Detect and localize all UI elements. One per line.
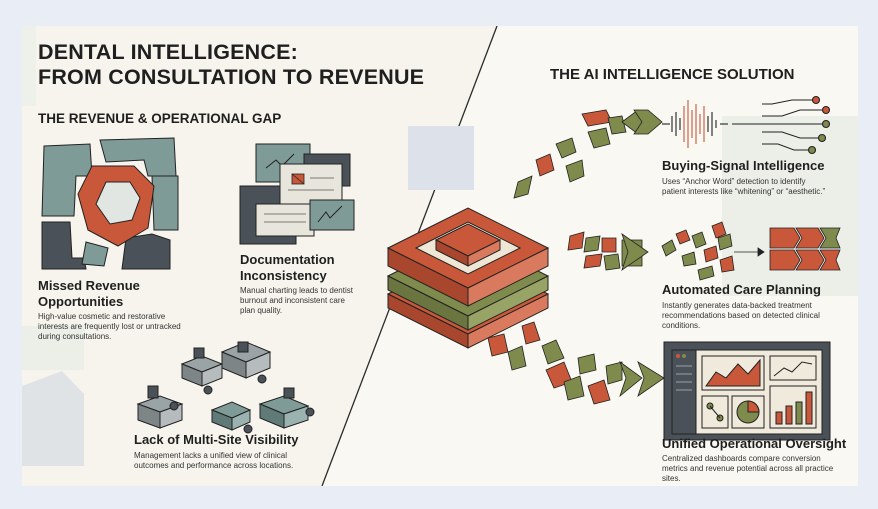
desc-line: plan quality. (240, 306, 283, 315)
infographic-card: DENTAL INTELLIGENCE: FROM CONSULTATION T… (22, 26, 858, 486)
multisite-title: Lack of Multi-Site Visibility (134, 432, 298, 448)
care-plan-blocks-icon (661, 221, 841, 281)
desc-line: metrics and revenue potential across all… (662, 464, 834, 473)
flow-shards-top (513, 109, 663, 199)
missed-revenue-desc: High-value cosmetic and restorative inte… (38, 312, 181, 342)
documentation-title: Documentation Inconsistency (240, 252, 335, 283)
flow-shards-mid (567, 231, 649, 272)
main-title-line2: FROM CONSULTATION TO REVENUE (38, 65, 425, 89)
cracked-tooth-icon (41, 137, 179, 270)
desc-line: High-value cosmetic and restorative (38, 312, 166, 321)
desc-line: outcomes and performance across location… (134, 461, 294, 470)
multisite-desc: Management lacks a unified view of clini… (134, 451, 293, 471)
desc-line: burnout and inconsistent care (240, 296, 345, 305)
flow-shards-bottom (487, 321, 665, 405)
desc-line: Centralized dashboards compare conversio… (662, 454, 821, 463)
oversight-title: Unified Operational Oversight (662, 436, 847, 451)
title-line: Missed Revenue (38, 278, 140, 293)
buying-signal-title: Buying-Signal Intelligence (662, 158, 825, 173)
ai-chip-icon (386, 207, 550, 349)
desc-line: Management lacks a unified view of clini… (134, 451, 287, 460)
desc-line: Uses “Anchor Word” detection to identify (662, 177, 806, 186)
illustrations (41, 95, 841, 441)
soundwave-network-icon (662, 95, 831, 155)
care-planning-title: Automated Care Planning (662, 282, 821, 297)
desc-line: patient interests like “whitening” or “a… (662, 187, 826, 196)
desc-line: sites. (662, 474, 681, 483)
left-heading: THE REVENUE & OPERATIONAL GAP (38, 111, 282, 126)
desc-line: recommendations based on detected clinic… (662, 311, 820, 320)
desc-line: during consultations. (38, 332, 112, 341)
title-line: Lack of Multi-Site Visibility (134, 432, 299, 447)
main-title-line1: DENTAL INTELLIGENCE: (38, 40, 299, 64)
desc-line: conditions. (662, 321, 701, 330)
title-line: Documentation (240, 252, 335, 267)
title-line: Inconsistency (240, 267, 327, 283)
title-line: Opportunities (38, 293, 124, 309)
desc-line: Manual charting leads to dentist (240, 286, 353, 295)
dashboard-icon (663, 341, 831, 441)
buildings-network-icon (136, 341, 315, 434)
documents-icon (239, 143, 355, 245)
right-heading: THE AI INTELLIGENCE SOLUTION (550, 66, 795, 83)
main-title: DENTAL INTELLIGENCE: FROM CONSULTATION T… (38, 40, 424, 90)
desc-line: Instantly generates data-backed treatmen… (662, 301, 812, 310)
desc-line: interests are frequently lost or untrack… (38, 322, 181, 331)
missed-revenue-title: Missed Revenue Opportunities (38, 278, 140, 309)
oversight-desc: Centralized dashboards compare conversio… (662, 454, 833, 484)
buying-signal-desc: Uses “Anchor Word” detection to identify… (662, 177, 825, 197)
documentation-desc: Manual charting leads to dentist burnout… (240, 286, 353, 316)
care-planning-desc: Instantly generates data-backed treatmen… (662, 301, 820, 331)
